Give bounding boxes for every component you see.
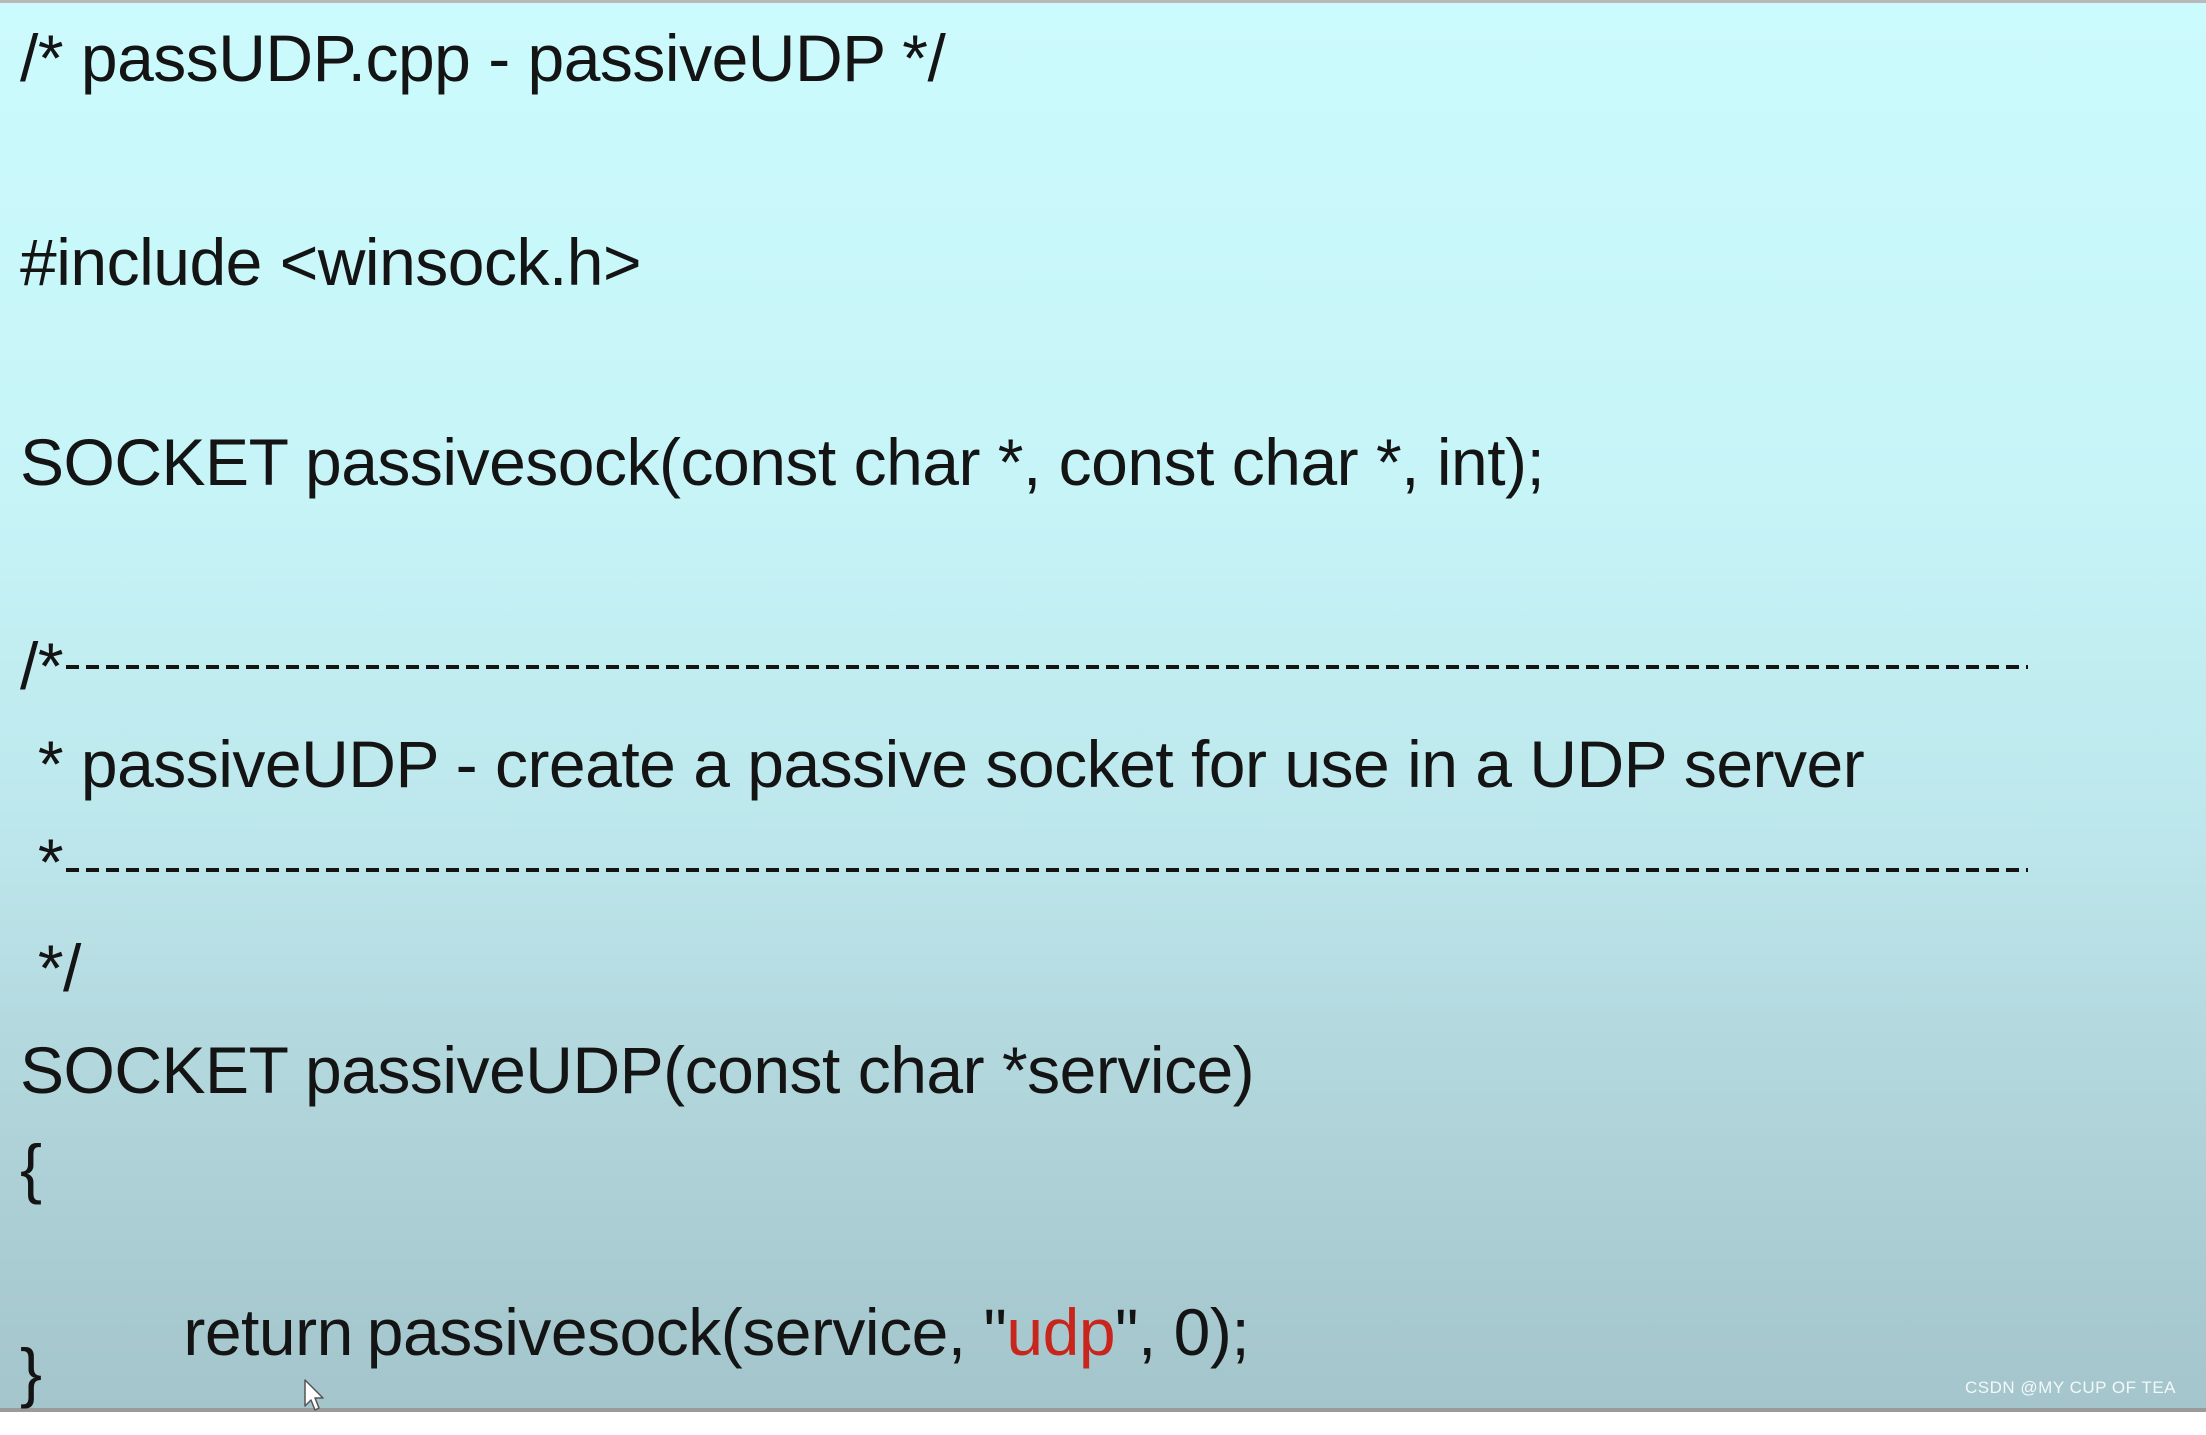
block-comment-description: * passiveUDP - create a passive socket f… [20, 727, 1865, 801]
comment-dash-line-bottom [66, 868, 2028, 872]
block-comment-star: * [20, 825, 64, 899]
header-comment: /* passUDP.cpp - passiveUDP */ [20, 21, 946, 95]
udp-string-highlight: udp [1006, 1295, 1116, 1369]
comment-dash-line-top [66, 665, 2028, 669]
return-call-after: ", 0); [1115, 1295, 1250, 1369]
return-keyword: return [183, 1295, 353, 1369]
return-call-before: passivesock(service, " [366, 1295, 1007, 1369]
function-signature: SOCKET passiveUDP(const char *service) [20, 1033, 1255, 1107]
block-comment-close: */ [20, 931, 82, 1005]
brace-close: } [20, 1335, 42, 1409]
mouse-pointer-icon [304, 1379, 324, 1411]
function-prototype: SOCKET passivesock(const char *, const c… [20, 425, 1545, 499]
block-comment-open: /* [20, 629, 64, 703]
brace-open: { [20, 1131, 42, 1205]
include-directive: #include <winsock.h> [20, 225, 642, 299]
watermark-text: CSDN @MY CUP OF TEA [1965, 1378, 2176, 1397]
